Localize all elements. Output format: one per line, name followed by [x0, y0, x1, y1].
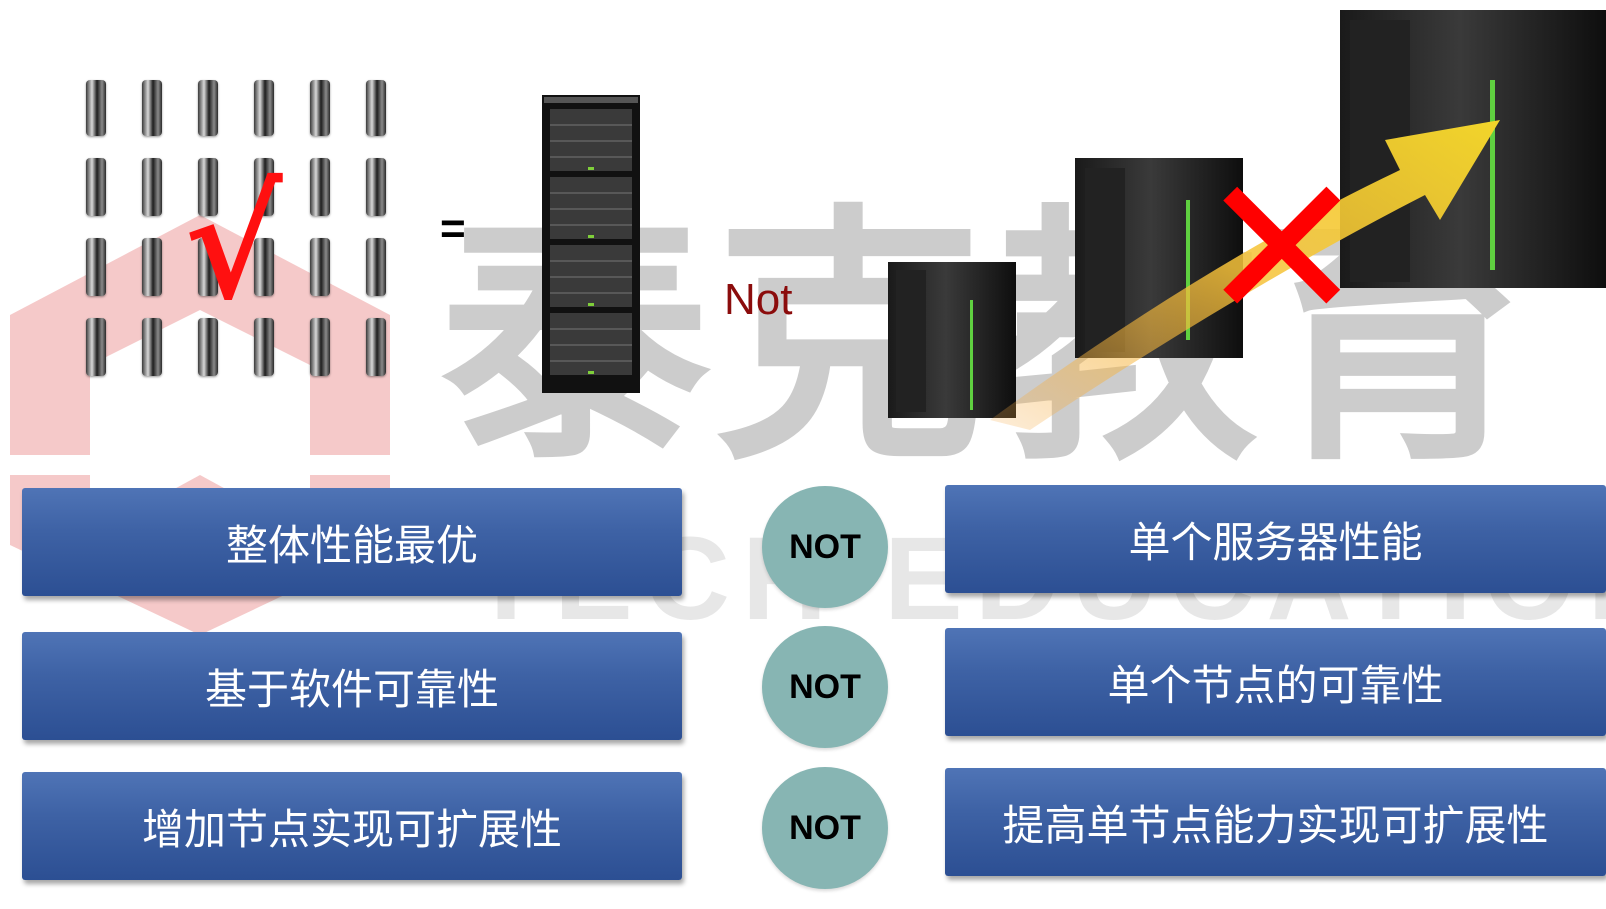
row-1-right-bar: 单个服务器性能	[945, 485, 1606, 593]
row-2-left-label: 基于软件可靠性	[204, 664, 499, 714]
blade-server-icon	[142, 318, 162, 376]
blade-server-icon	[254, 238, 274, 296]
blade-server-icon	[254, 318, 274, 376]
blade-server-grid	[86, 80, 386, 410]
blade-server-icon	[310, 238, 330, 296]
blade-server-icon	[142, 158, 162, 216]
row-1-not-badge: NOT	[762, 486, 888, 608]
row-2-left-bar: 基于软件可靠性	[22, 632, 682, 740]
blade-server-icon	[310, 80, 330, 136]
blade-server-icon	[310, 158, 330, 216]
blade-server-icon	[366, 238, 386, 296]
blade-server-icon	[142, 80, 162, 136]
blade-server-icon	[310, 318, 330, 376]
row-1-left-bar: 整体性能最优	[22, 488, 682, 596]
blade-server-icon	[198, 318, 218, 376]
row-3-left-label: 增加节点实现可扩展性	[141, 804, 562, 854]
blade-server-icon	[198, 238, 218, 296]
row-3-not-label: NOT	[789, 808, 861, 847]
row-2-right-bar: 单个节点的可靠性	[945, 628, 1606, 736]
blade-server-icon	[366, 318, 386, 376]
blade-server-icon	[198, 158, 218, 216]
row-2-not-badge: NOT	[762, 626, 888, 748]
row-1-right-label: 单个服务器性能	[1128, 517, 1423, 567]
not-label: Not	[724, 275, 793, 324]
row-3-right-bar: 提高单节点能力实现可扩展性	[945, 768, 1606, 876]
blade-server-icon	[254, 80, 274, 136]
equals-sign: =	[440, 204, 466, 253]
row-3-left-bar: 增加节点实现可扩展性	[22, 772, 682, 880]
row-1-not-label: NOT	[789, 527, 861, 566]
blade-server-icon	[254, 158, 274, 216]
rack-server-icon	[542, 95, 640, 393]
blade-server-icon	[86, 158, 106, 216]
row-2-right-label: 单个节点的可靠性	[1107, 660, 1444, 710]
blade-server-icon	[86, 318, 106, 376]
row-2-not-label: NOT	[789, 667, 861, 706]
blade-server-icon	[366, 80, 386, 136]
blade-server-icon	[366, 158, 386, 216]
row-3-not-badge: NOT	[762, 767, 888, 889]
blade-server-icon	[142, 238, 162, 296]
row-1-left-label: 整体性能最优	[225, 520, 478, 570]
blade-server-icon	[86, 238, 106, 296]
check-mark-icon: √	[184, 157, 283, 333]
blade-server-icon	[86, 80, 106, 136]
blade-server-icon	[198, 80, 218, 136]
cross-mark-icon: ✕	[1198, 133, 1366, 366]
scale-up-illustration	[888, 10, 1606, 430]
row-3-right-label: 提高单节点能力实现可扩展性	[1002, 800, 1549, 850]
